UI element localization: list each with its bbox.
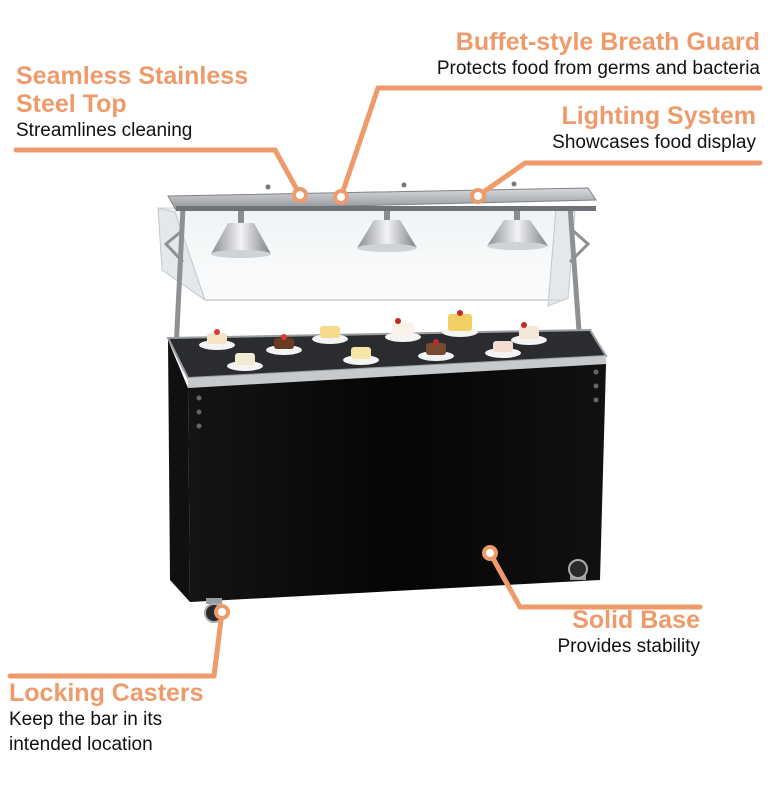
callout-title: Buffet-style Breath Guard: [455, 28, 760, 56]
callout-title: Locking Casters: [9, 679, 204, 707]
callout-stainless-top: Seamless Stainless Steel Top Streamlines…: [16, 62, 248, 143]
callout-breath-guard: Buffet-style Breath Guard Protects food …: [437, 28, 760, 81]
callout-title: Solid Base: [572, 606, 700, 634]
callout-description: Provides stability: [557, 636, 700, 657]
stainless-top-shelf: [167, 181, 597, 211]
marker-lighting: [470, 188, 486, 204]
marker-breath-guard: [333, 189, 349, 205]
callout-description: Protects food from germs and bacteria: [436, 58, 760, 79]
callout-description: Showcases food display: [552, 132, 756, 153]
breath-guard: [157, 207, 576, 307]
callout-lighting: Lighting System Showcases food display: [552, 102, 756, 155]
leader-casters: [7, 609, 225, 679]
dessert-plates: [199, 310, 547, 371]
cabinet-base: [168, 340, 606, 602]
callout-solid-base: Solid Base Provides stability: [557, 606, 700, 659]
marker-solid-base: [482, 545, 498, 561]
marker-stainless-top: [292, 187, 308, 203]
marker-casters: [214, 604, 230, 620]
callout-description: Keep the bar in its intended location: [9, 709, 163, 755]
leader-breath-guard: [338, 85, 763, 200]
callout-title: Lighting System: [561, 102, 756, 130]
callout-description: Streamlines cleaning: [16, 120, 193, 141]
leader-solid-base: [487, 550, 703, 610]
callout-markers: [214, 187, 498, 620]
callout-casters: Locking Casters Keep the bar in its inte…: [9, 679, 204, 757]
leader-lighting: [475, 160, 763, 199]
callout-leaders: [7, 85, 763, 679]
heat-lamps: [211, 211, 548, 258]
support-posts: [163, 205, 591, 351]
callout-title: Seamless Stainless Steel Top: [16, 62, 249, 118]
leader-stainless-top: [13, 147, 303, 198]
